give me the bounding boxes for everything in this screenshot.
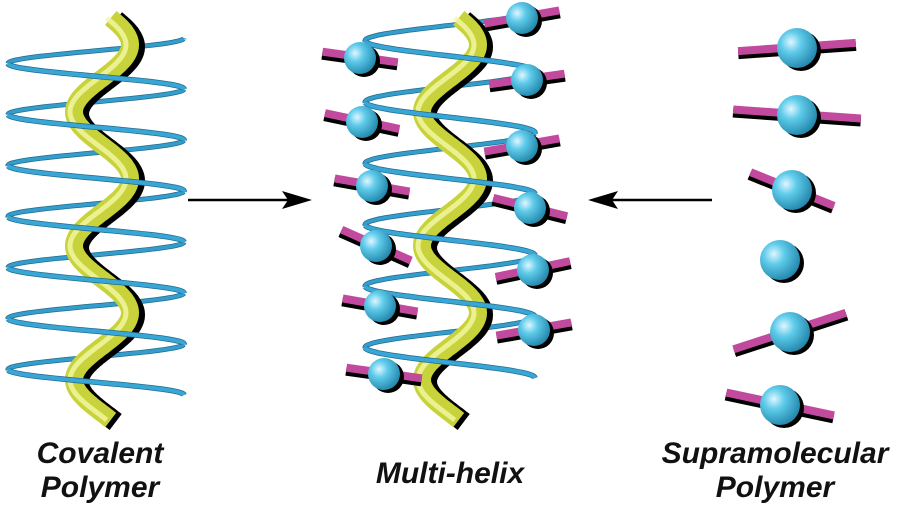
sphere <box>344 42 376 74</box>
sphere-with-plate-icon <box>732 95 862 138</box>
arrow-right-icon <box>188 191 312 209</box>
side-helix-front-strand <box>6 37 187 396</box>
caption-line: Supramolecular <box>661 437 889 470</box>
sphere-with-plate-icon <box>345 358 423 393</box>
backbone-helix <box>64 11 146 430</box>
covalent-polymer-caption: Covalent Polymer <box>15 437 185 505</box>
sphere <box>360 230 392 262</box>
sphere-with-plate-icon <box>341 290 419 325</box>
sphere-with-plate-icon <box>321 42 399 77</box>
sphere <box>770 312 810 352</box>
sphere <box>364 290 396 322</box>
sphere <box>368 358 400 390</box>
sphere-with-plate-icon <box>495 314 573 349</box>
sphere-with-plate-icon <box>747 168 836 214</box>
sphere-with-plate-icon <box>737 28 857 71</box>
sphere-with-plate-icon <box>732 309 849 357</box>
sphere <box>760 240 800 280</box>
sphere <box>506 2 538 34</box>
sphere <box>514 192 546 224</box>
caption-line: Polymer <box>715 471 835 504</box>
arrow-left-icon <box>588 191 712 209</box>
sphere-with-plate-icon <box>323 106 401 141</box>
multi-helix-diagram <box>321 2 573 430</box>
caption-line: Covalent <box>36 437 164 470</box>
side-helix-front <box>5 37 187 397</box>
sphere <box>518 314 550 346</box>
backbone-highlight <box>67 16 129 422</box>
sphere-with-plate-icon <box>483 130 561 165</box>
supramolecular-polymer-caption: Supramolecular Polymer <box>640 437 910 505</box>
covalent-polymer-diagram <box>5 11 187 430</box>
sphere <box>506 130 538 162</box>
supramolecular-polymer-diagram <box>724 28 862 428</box>
sphere <box>777 95 817 135</box>
sphere <box>760 385 800 425</box>
monomer-units <box>321 2 573 393</box>
sphere-with-plate-icon <box>333 170 411 205</box>
sphere-with-plate-icon <box>338 225 413 268</box>
sphere-with-plate-icon <box>494 254 572 289</box>
sphere <box>772 170 812 210</box>
backbone-helix <box>412 11 494 430</box>
sphere <box>346 106 378 138</box>
sphere <box>356 170 388 202</box>
sphere-with-plate-icon <box>488 64 566 99</box>
backbone-highlight <box>415 16 477 422</box>
sphere-with-plate-icon <box>724 385 835 428</box>
sphere <box>511 64 543 96</box>
caption-line: Polymer <box>40 471 160 504</box>
caption-line: Multi-helix <box>375 457 525 490</box>
sphere <box>517 254 549 286</box>
sphere-with-plate-icon <box>491 192 569 227</box>
sphere-with-plate-icon <box>760 240 804 283</box>
sphere-with-plate-icon <box>483 2 561 37</box>
sphere <box>777 28 817 68</box>
multi-helix-caption: Multi-helix <box>350 457 550 491</box>
